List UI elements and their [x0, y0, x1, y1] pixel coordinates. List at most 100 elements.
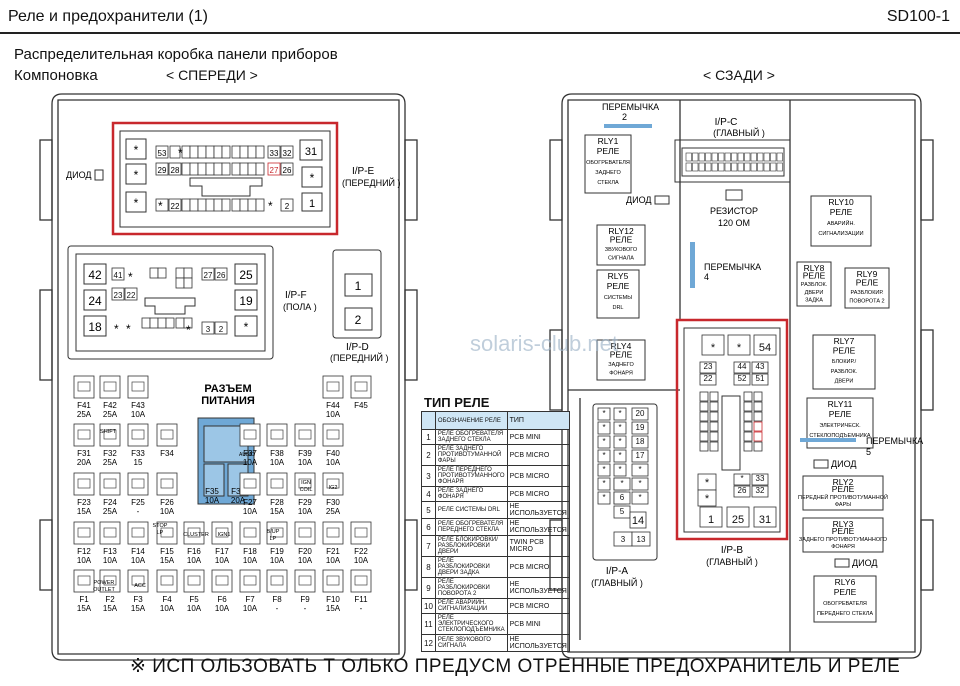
diagram-code: SD100-1: [886, 8, 950, 25]
svg-text:*: *: [638, 465, 641, 474]
ipd-label: I/P-D: [346, 342, 369, 353]
fuse-number: F7: [245, 595, 255, 604]
fuse-number: F30: [326, 498, 340, 507]
fuse-number: F1: [79, 595, 89, 604]
ipc-pin: [750, 162, 757, 172]
svg-text:РЕЛЕ: РЕЛЕ: [830, 207, 853, 217]
svg-text:32: 32: [283, 149, 292, 158]
svg-text:5: 5: [620, 507, 625, 516]
svg-text:22: 22: [704, 374, 713, 383]
ipc-pin: [757, 162, 764, 172]
fuse-icon-stop: STOP: [153, 523, 168, 529]
fuse-amp: -: [137, 507, 140, 516]
svg-text:*: *: [740, 474, 743, 483]
fuse-amp: 10A: [270, 556, 285, 565]
svg-text:ЭЛЕКТРИЧЕСК.: ЭЛЕКТРИЧЕСК.: [819, 423, 861, 429]
svg-text:ПОВОРОТА 2: ПОВОРОТА 2: [849, 299, 884, 305]
svg-text:РЕЛЕ: РЕЛЕ: [610, 235, 633, 245]
svg-text:*: *: [134, 196, 139, 210]
ipd-sub-label: (ПЕРЕДНИЙ ): [330, 352, 389, 363]
svg-text:СИСТЕМЫ: СИСТЕМЫ: [604, 295, 632, 301]
svg-text:*: *: [618, 423, 621, 432]
svg-text:РАЗБЛОК.: РАЗБЛОК.: [831, 369, 858, 375]
fuse-amp: 15A: [77, 507, 92, 516]
svg-text:ОБОГРЕВАТЕЛЯ: ОБОГРЕВАТЕЛЯ: [823, 601, 867, 607]
fuse-icon-power_outlet: OUTLET: [93, 587, 115, 593]
svg-text:3: 3: [621, 535, 626, 544]
ipc-pin: [770, 152, 777, 162]
fuse-icon-ign_coil: COIL: [300, 487, 313, 493]
fuse-number: F17: [215, 547, 229, 556]
svg-text:RLY9: RLY9: [857, 269, 878, 279]
svg-text:ФАРЫ: ФАРЫ: [835, 502, 851, 508]
diagram-title: Реле и предохранители (1): [8, 8, 208, 25]
ipe-pin-31: 31: [305, 146, 317, 158]
ipc-pin: [750, 152, 757, 162]
svg-text:RLY2: RLY2: [833, 477, 854, 487]
svg-text:33: 33: [756, 474, 765, 483]
svg-text:*: *: [638, 493, 641, 502]
svg-text:*: *: [128, 270, 133, 284]
fuse-number: F39: [298, 449, 312, 458]
fuse-amp: 20A: [231, 496, 246, 505]
svg-text:ОБОГРЕВАТЕЛЯ: ОБОГРЕВАТЕЛЯ: [586, 160, 630, 166]
svg-text:*: *: [126, 322, 131, 336]
svg-text:42: 42: [88, 268, 102, 282]
fuse-amp: 15A: [326, 604, 341, 613]
fuse-number: F6: [217, 595, 227, 604]
svg-text:*: *: [602, 465, 605, 474]
svg-text:27: 27: [204, 271, 213, 280]
fuse-number: F20: [298, 547, 312, 556]
jumper4-label: ПЕРЕМЫЧКА: [704, 262, 761, 272]
svg-text:28: 28: [171, 166, 180, 175]
rear-diode-label: ДИОД: [626, 195, 651, 205]
fuse-f8: F8-: [266, 569, 288, 613]
svg-text:РЕЛЕ: РЕЛЕ: [610, 350, 633, 360]
fuse-number: F5: [189, 595, 199, 604]
svg-text:24: 24: [88, 294, 102, 308]
svg-text:18: 18: [88, 320, 102, 334]
svg-text:СТЕКЛА: СТЕКЛА: [597, 180, 619, 186]
fuse-amp: 10A: [298, 507, 313, 516]
fuse-amp: -: [360, 604, 363, 613]
svg-text:RLY7: RLY7: [834, 336, 855, 346]
svg-text:RLY12: RLY12: [608, 226, 634, 236]
svg-text:ЗАДНЕГО ПРОТИВОТУМАННОГО: ЗАДНЕГО ПРОТИВОТУМАННОГО: [799, 537, 888, 543]
svg-text:*: *: [737, 342, 742, 354]
fuse-number: F18: [243, 547, 257, 556]
fuse-number: F33: [131, 449, 145, 458]
ipc-pin: [757, 152, 764, 162]
svg-text:13: 13: [637, 535, 646, 544]
svg-text:*: *: [158, 199, 163, 213]
svg-text:ЗВУКОВОГО: ЗВУКОВОГО: [605, 247, 638, 253]
svg-text:53: 53: [158, 149, 167, 158]
fuse-amp: 10A: [205, 496, 220, 505]
ipc-pin: [776, 162, 783, 172]
fuse-number: F24: [103, 498, 117, 507]
ipc-pin: [724, 162, 731, 172]
fuse-amp: 15A: [160, 556, 175, 565]
svg-text:*: *: [602, 437, 605, 446]
fuse-number: F42: [103, 401, 117, 410]
fuse-number: F2: [105, 595, 115, 604]
svg-text:*: *: [638, 479, 641, 488]
svg-text:26: 26: [738, 486, 747, 495]
svg-text:54: 54: [759, 342, 771, 354]
svg-text:33: 33: [270, 149, 279, 158]
fuse-number: F41: [77, 401, 91, 410]
ipe-label: I/P-E: [352, 166, 375, 177]
fuse-amp: 10A: [326, 410, 341, 419]
svg-text:27: 27: [270, 166, 279, 175]
footer-note: ※ ИСП ОЛЬЗОВАТЬ Т ОЛЬКО ПРЕДУСМ ОТРЕННЫЕ…: [130, 656, 901, 677]
svg-text:*: *: [134, 168, 139, 182]
